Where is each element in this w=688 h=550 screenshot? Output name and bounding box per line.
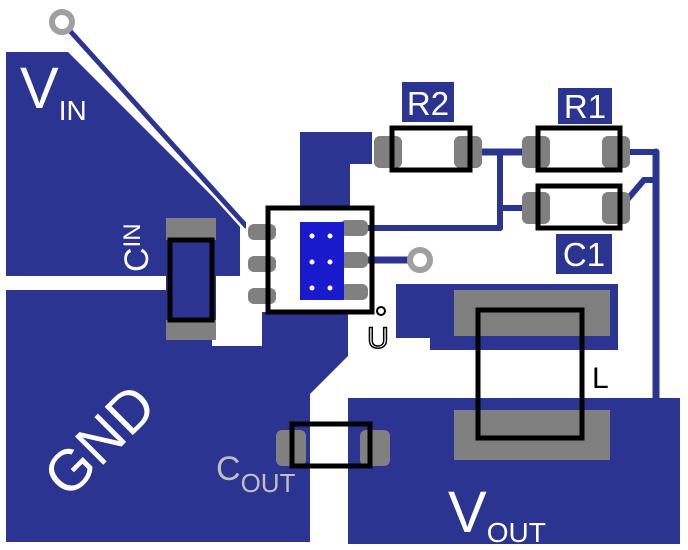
cin-label: CIN xyxy=(118,223,156,272)
gnd-copper-pour xyxy=(6,290,348,542)
thermal-vias xyxy=(309,233,333,291)
pin1-marker xyxy=(376,306,386,316)
ic-thermal-pad xyxy=(300,222,344,300)
inductor-l: L xyxy=(454,290,610,460)
capacitor-c1: C1 xyxy=(522,183,630,274)
ic-u: U xyxy=(246,205,390,356)
r2-label: R2 xyxy=(407,85,449,122)
c1-label: C1 xyxy=(563,236,605,273)
u-label: U xyxy=(367,322,389,355)
vin-via xyxy=(49,9,75,35)
feedback-pour xyxy=(300,132,372,208)
cout-label: COUT xyxy=(216,450,296,498)
resistor-r2: R2 xyxy=(374,82,482,173)
vin-trace-core xyxy=(59,19,249,229)
l-label: L xyxy=(592,362,609,395)
vout-label: VOUT xyxy=(448,480,546,548)
vin-label: VIN xyxy=(20,56,87,126)
resistor-r1: R1 xyxy=(522,88,630,173)
traces xyxy=(364,148,660,402)
capacitor-cin: CIN xyxy=(118,218,216,340)
feedback-via xyxy=(407,247,433,273)
capacitor-cout: COUT xyxy=(216,421,390,498)
r1-label: R1 xyxy=(564,88,606,125)
